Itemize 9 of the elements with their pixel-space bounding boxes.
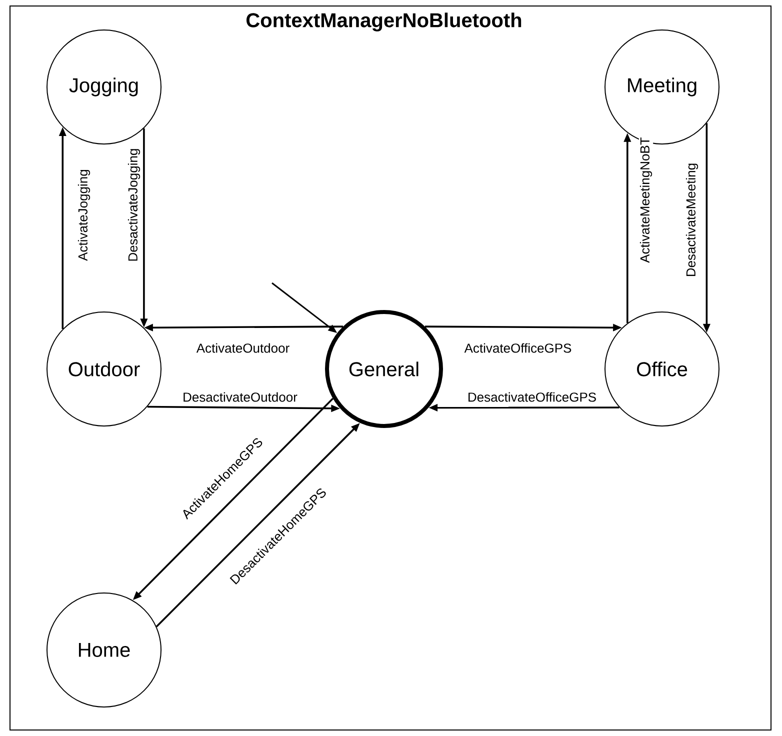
- edge-label: DesactivateMeeting: [684, 162, 700, 278]
- edge-label: ActivateOfficeGPS: [463, 342, 573, 354]
- edge-label: ActivateJogging: [76, 168, 92, 262]
- edge-label: DesactivateJogging: [126, 147, 142, 263]
- edge-label: DesactivateOutdoor: [182, 391, 298, 403]
- edge-label: DesactivateOfficeGPS: [466, 391, 598, 403]
- edge-label: ActivateOutdoor: [195, 342, 291, 354]
- diagram-title: ContextManagerNoBluetooth: [246, 12, 522, 32]
- edge-label: ActivateMeetingNoBT: [638, 136, 654, 264]
